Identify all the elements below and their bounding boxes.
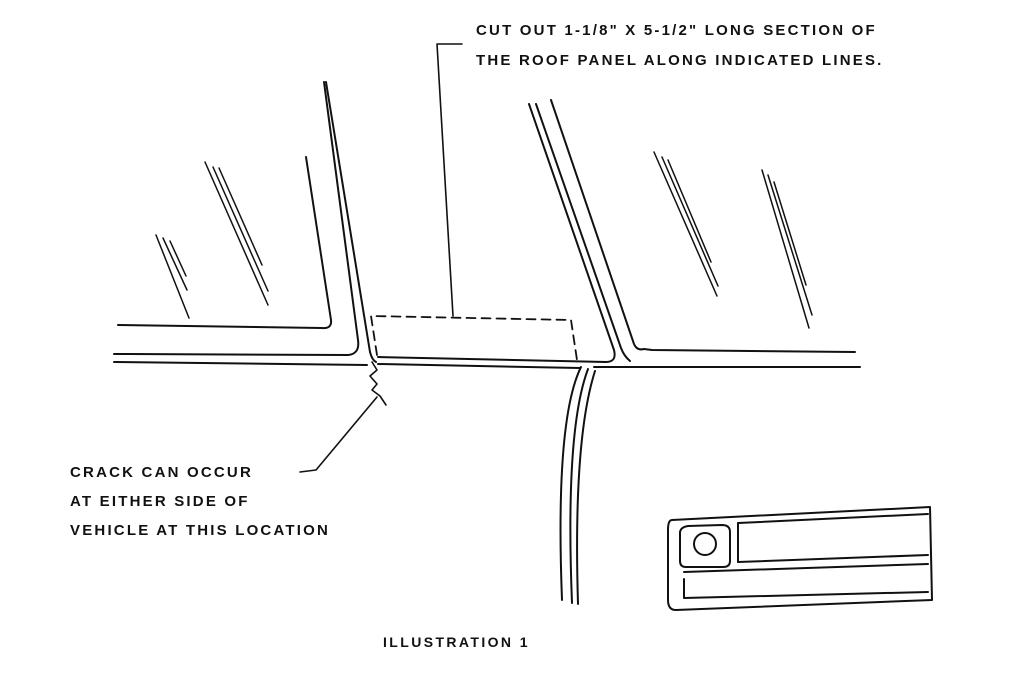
- crack-leader-line: [299, 396, 378, 473]
- crack-mark: [369, 361, 387, 406]
- illustration-caption: ILLUSTRATION 1: [383, 634, 530, 650]
- cutout-leader-line: [436, 43, 463, 317]
- crack-note-line-1: CRACK CAN OCCUR: [70, 464, 253, 481]
- pillar-line: [325, 81, 377, 363]
- crack-note-line-3: VEHICLE AT THIS LOCATION: [70, 522, 331, 539]
- door-lock-icon: [693, 532, 717, 556]
- front-window-glass: [113, 81, 368, 366]
- door-edge-lines: [559, 366, 596, 605]
- rear-door-frame: [377, 99, 861, 369]
- door-handle: [667, 506, 933, 611]
- crack-warning-note: CRACK CAN OCCUR AT EITHER SIDE OF VEHICL…: [70, 458, 330, 545]
- right-glass-reflections: [653, 151, 813, 329]
- left-glass-reflections: [155, 161, 269, 319]
- cutout-note-line-1: CUT OUT 1-1/8" X 5-1/2" LONG SECTION OF: [476, 22, 877, 39]
- crack-note-line-2: AT EITHER SIDE OF: [70, 493, 250, 510]
- cutout-section-dashed: [370, 315, 578, 361]
- cutout-note-line-2: THE ROOF PANEL ALONG INDICATED LINES.: [476, 52, 884, 69]
- cutout-instruction-note: CUT OUT 1-1/8" X 5-1/2" LONG SECTION OF …: [476, 16, 884, 76]
